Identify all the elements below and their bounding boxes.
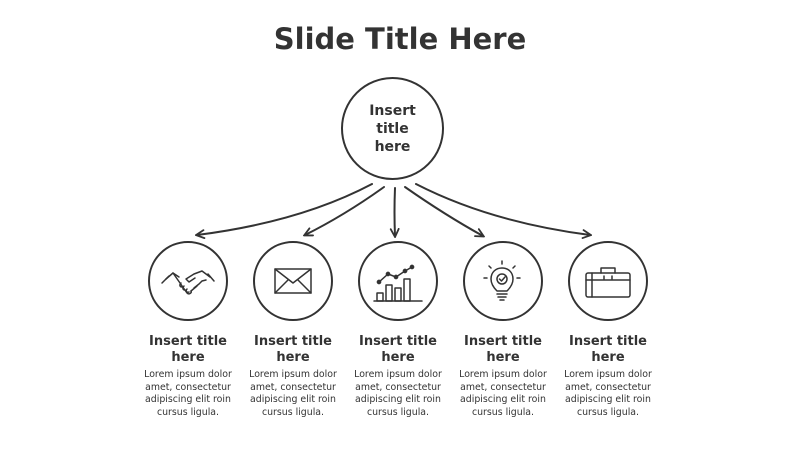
lightbulb-icon <box>483 260 521 301</box>
item-body: Lorem ipsum dolor amet, consectetur adip… <box>459 369 547 418</box>
arrow-to-item-2 <box>305 186 385 235</box>
center-title: Insert title here <box>369 102 416 155</box>
item-circle <box>253 241 333 321</box>
item-title: Insert title here <box>149 334 227 365</box>
item-body: Lorem ipsum dolor amet, consectetur adip… <box>564 369 652 418</box>
arrow-to-item-5 <box>415 183 590 235</box>
envelope-icon <box>274 268 312 294</box>
item-circle <box>148 241 228 321</box>
item-title: Insert title here <box>569 334 647 365</box>
item-title: Insert title here <box>359 334 437 365</box>
center-circle: Insert title here <box>341 77 444 180</box>
slide-title: Slide Title Here <box>273 22 527 56</box>
item-body: Lorem ipsum dolor amet, consectetur adip… <box>144 369 232 418</box>
arrow-to-item-3 <box>395 187 396 236</box>
arrow-to-item-4 <box>404 186 483 236</box>
item-title: Insert title here <box>464 334 542 365</box>
item-circle <box>568 241 648 321</box>
bar-chart-icon <box>373 264 423 302</box>
item-circle <box>358 241 438 321</box>
briefcase-icon <box>585 267 631 298</box>
handshake-icon <box>161 270 215 295</box>
item-circle <box>463 241 543 321</box>
item-body: Lorem ipsum dolor amet, consectetur adip… <box>354 369 442 418</box>
item-body: Lorem ipsum dolor amet, consectetur adip… <box>249 369 337 418</box>
arrow-to-item-1 <box>197 183 373 235</box>
item-title: Insert title here <box>254 334 332 365</box>
